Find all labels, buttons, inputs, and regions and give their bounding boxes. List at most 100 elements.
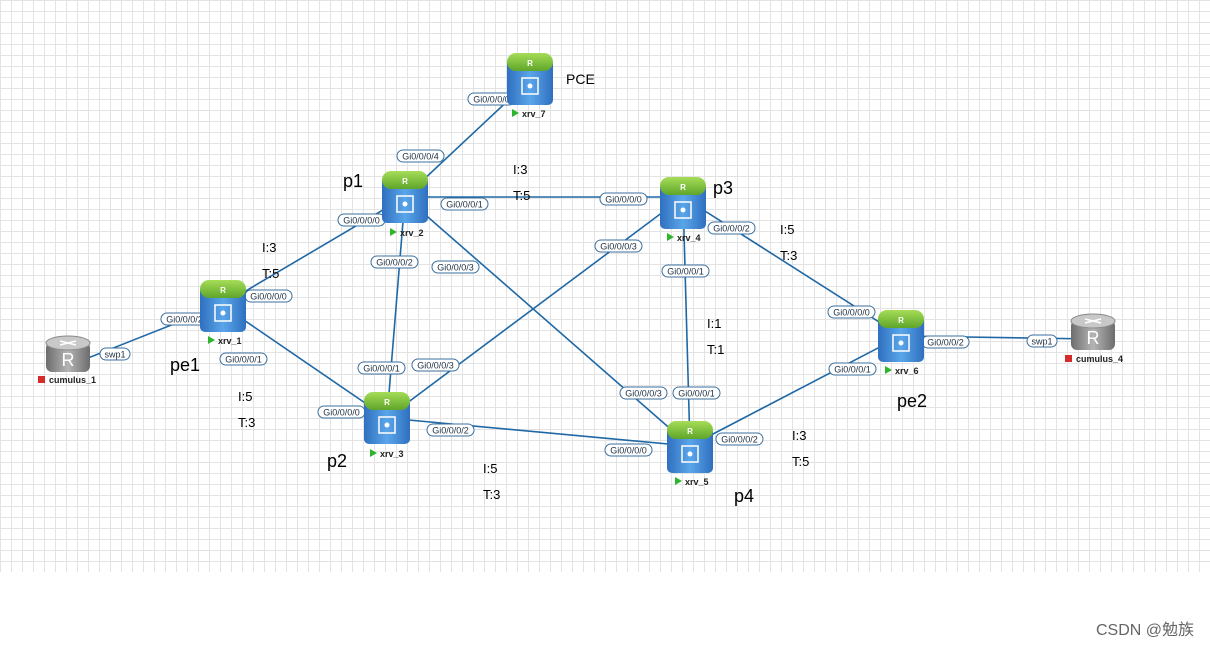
router-icon: R bbox=[667, 421, 713, 473]
metric-p2-p4: I:5 T:3 bbox=[483, 461, 500, 502]
svg-text:R: R bbox=[687, 427, 693, 436]
router-xrv7[interactable]: R xrv_7 PCE bbox=[507, 53, 595, 119]
port-label-xrv3-gi2[interactable]: Gi0/0/0/2 bbox=[426, 423, 475, 437]
svg-text:T:5: T:5 bbox=[262, 266, 279, 281]
stopped-status-icon bbox=[38, 376, 45, 383]
port-label-xrv3-gi0[interactable]: Gi0/0/0/0 bbox=[317, 405, 366, 419]
links-layer bbox=[87, 79, 1094, 447]
port-label-xrv4-gi1[interactable]: Gi0/0/0/1 bbox=[661, 264, 710, 278]
link-xrv1-xrv2[interactable] bbox=[221, 196, 406, 306]
port-label-xrv2-gi1[interactable]: Gi0/0/0/1 bbox=[440, 197, 489, 211]
svg-text:pe2: pe2 bbox=[897, 391, 927, 411]
svg-text:Gi0/0/0/0: Gi0/0/0/0 bbox=[605, 195, 642, 205]
port-label-cumulus1-swp1[interactable]: swp1 bbox=[99, 347, 131, 361]
router-icon: R bbox=[507, 53, 553, 105]
running-status-icon bbox=[885, 366, 892, 374]
svg-text:R: R bbox=[62, 350, 75, 370]
svg-text:p2: p2 bbox=[327, 451, 347, 471]
link-xrv5-xrv6[interactable] bbox=[689, 335, 902, 447]
svg-text:Gi0/0/0/1: Gi0/0/0/1 bbox=[446, 200, 483, 210]
port-label-xrv5-gi1[interactable]: Gi0/0/0/1 bbox=[672, 386, 721, 400]
svg-text:T:3: T:3 bbox=[780, 248, 797, 263]
svg-text:I:3: I:3 bbox=[792, 428, 806, 443]
routers-layer: R xrv_7 PCE R xrv_2 p1 bbox=[38, 53, 1123, 506]
link-xrv2-xrv5[interactable] bbox=[404, 196, 691, 447]
port-label-xrv1-gi1[interactable]: Gi0/0/0/1 bbox=[219, 352, 268, 366]
running-status-icon bbox=[208, 336, 215, 344]
port-label-xrv4-gi2[interactable]: Gi0/0/0/2 bbox=[707, 221, 756, 235]
topology-diagram: swp1 Gi0/0/0/2 Gi0/0/0/0 Gi0/0/0/0 Gi0/0… bbox=[38, 53, 1123, 506]
svg-text:xrv_1: xrv_1 bbox=[218, 336, 242, 346]
port-label-xrv5-gi0[interactable]: Gi0/0/0/0 bbox=[604, 443, 653, 457]
link-xrv3-xrv5[interactable] bbox=[386, 417, 691, 447]
svg-text:cumulus_4: cumulus_4 bbox=[1076, 354, 1123, 364]
svg-text:Gi0/0/0/0: Gi0/0/0/0 bbox=[833, 308, 870, 318]
cumulus-router-icon: R bbox=[45, 335, 91, 372]
link-xrv4-xrv3[interactable] bbox=[386, 196, 684, 419]
svg-text:Gi0/0/0/2: Gi0/0/0/2 bbox=[166, 315, 203, 325]
running-status-icon bbox=[370, 449, 377, 457]
link-xrv1-xrv3[interactable] bbox=[221, 304, 388, 419]
metric-pe1-p1: I:3 T:5 bbox=[262, 240, 279, 281]
svg-text:Gi0/0/0/1: Gi0/0/0/1 bbox=[834, 365, 871, 375]
svg-text:T:3: T:3 bbox=[238, 415, 255, 430]
svg-text:Gi0/0/0/2: Gi0/0/0/2 bbox=[927, 338, 964, 348]
port-label-xrv4-gi0[interactable]: Gi0/0/0/0 bbox=[599, 192, 648, 206]
svg-text:I:5: I:5 bbox=[483, 461, 497, 476]
topology-canvas[interactable] bbox=[0, 0, 1210, 572]
running-status-icon bbox=[512, 109, 519, 117]
port-label-xrv2-gi2[interactable]: Gi0/0/0/2 bbox=[370, 255, 419, 269]
svg-text:swp1: swp1 bbox=[104, 350, 125, 360]
svg-text:swp1: swp1 bbox=[1031, 337, 1052, 347]
metric-labels: I:3 T:5 I:3 T:5 I:5 T:3 I:5 T:3 I:5 T:3 … bbox=[238, 162, 809, 502]
link-xrv2-xrv3[interactable] bbox=[386, 196, 406, 419]
metric-pe1-p2: I:5 T:3 bbox=[238, 389, 255, 430]
router-xrv6[interactable]: R xrv_6 pe2 bbox=[878, 310, 927, 411]
port-label-xrv6-gi1[interactable]: Gi0/0/0/1 bbox=[828, 362, 877, 376]
svg-text:xrv_7: xrv_7 bbox=[522, 109, 546, 119]
router-cumulus1[interactable]: R cumulus_1 bbox=[38, 335, 96, 385]
svg-text:xrv_5: xrv_5 bbox=[685, 477, 709, 487]
svg-text:T:5: T:5 bbox=[513, 188, 530, 203]
port-label-xrv5-gi3[interactable]: Gi0/0/0/3 bbox=[619, 386, 668, 400]
stopped-status-icon bbox=[1065, 355, 1072, 362]
router-cumulus4[interactable]: R cumulus_4 bbox=[1065, 313, 1123, 364]
port-labels: swp1 Gi0/0/0/2 Gi0/0/0/0 Gi0/0/0/0 Gi0/0… bbox=[99, 92, 1058, 457]
svg-text:I:5: I:5 bbox=[238, 389, 252, 404]
svg-text:R: R bbox=[1087, 328, 1100, 348]
svg-text:Gi0/0/0/3: Gi0/0/0/3 bbox=[437, 263, 474, 273]
svg-text:Gi0/0/0/2: Gi0/0/0/2 bbox=[713, 224, 750, 234]
port-label-xrv3-gi1[interactable]: Gi0/0/0/1 bbox=[357, 361, 406, 375]
svg-text:Gi0/0/0/1: Gi0/0/0/1 bbox=[678, 389, 715, 399]
svg-text:I:1: I:1 bbox=[707, 316, 721, 331]
router-xrv5[interactable]: R xrv_5 p4 bbox=[667, 421, 754, 506]
svg-text:R: R bbox=[527, 59, 533, 68]
port-label-cumulus4-swp1[interactable]: swp1 bbox=[1026, 334, 1058, 348]
svg-text:p1: p1 bbox=[343, 171, 363, 191]
port-label-xrv6-gi2[interactable]: Gi0/0/0/2 bbox=[921, 335, 970, 349]
router-xrv3[interactable]: R xrv_3 p2 bbox=[327, 392, 410, 471]
svg-text:R: R bbox=[220, 286, 226, 295]
svg-text:cumulus_1: cumulus_1 bbox=[49, 375, 96, 385]
router-icon: R bbox=[382, 171, 428, 223]
port-label-xrv2-gi4[interactable]: Gi0/0/0/4 bbox=[396, 149, 445, 163]
router-xrv2[interactable]: R xrv_2 p1 bbox=[343, 171, 428, 238]
router-xrv1[interactable]: R xrv_1 pe1 bbox=[170, 280, 246, 375]
svg-text:Gi0/0/0/3: Gi0/0/0/3 bbox=[600, 242, 637, 252]
link-xrv4-xrv5[interactable] bbox=[682, 196, 691, 447]
port-label-xrv3-gi3[interactable]: Gi0/0/0/3 bbox=[411, 358, 460, 372]
port-label-xrv2-gi3[interactable]: Gi0/0/0/3 bbox=[431, 260, 480, 274]
svg-text:p4: p4 bbox=[734, 486, 754, 506]
svg-text:I:3: I:3 bbox=[513, 162, 527, 177]
svg-text:Gi0/0/0/2: Gi0/0/0/2 bbox=[721, 435, 758, 445]
port-label-xrv4-gi3[interactable]: Gi0/0/0/3 bbox=[594, 239, 643, 253]
port-label-xrv5-gi2[interactable]: Gi0/0/0/2 bbox=[715, 432, 764, 446]
svg-text:I:5: I:5 bbox=[780, 222, 794, 237]
svg-text:xrv_6: xrv_6 bbox=[895, 366, 919, 376]
svg-text:Gi0/0/0/3: Gi0/0/0/3 bbox=[417, 361, 454, 371]
port-label-xrv1-gi0[interactable]: Gi0/0/0/0 bbox=[244, 289, 293, 303]
router-xrv4[interactable]: R xrv_4 p3 bbox=[660, 177, 733, 243]
port-label-xrv2-gi0[interactable]: Gi0/0/0/0 bbox=[337, 213, 386, 227]
metric-p3-p4: I:1 T:1 bbox=[707, 316, 724, 357]
port-label-xrv6-gi0[interactable]: Gi0/0/0/0 bbox=[827, 305, 876, 319]
